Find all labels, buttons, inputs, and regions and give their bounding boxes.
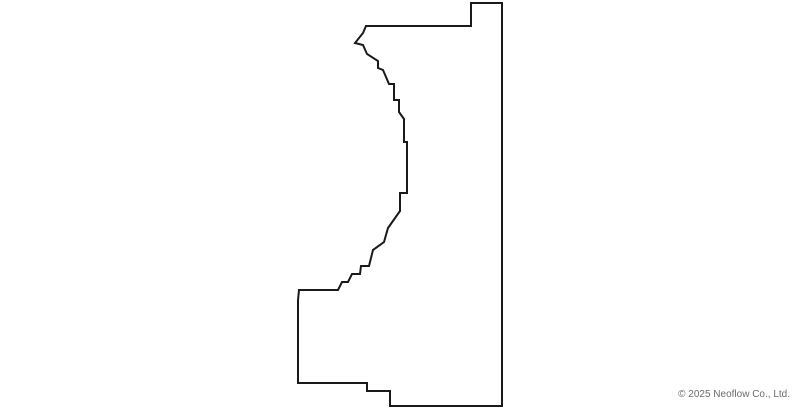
- region-outline[interactable]: [297, 2, 503, 407]
- map-copyright: © 2025 Neoflow Co., Ltd.: [678, 389, 790, 400]
